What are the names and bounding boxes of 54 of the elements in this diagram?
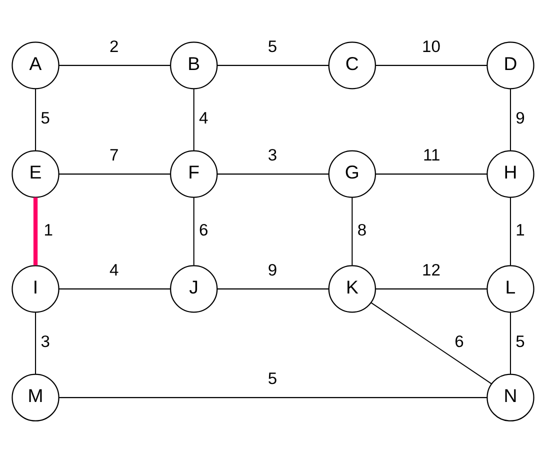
node-circle: L — [486, 264, 534, 312]
node-circle: G — [328, 150, 376, 198]
connector — [376, 173, 488, 174]
node-circle: E — [12, 150, 60, 198]
edge-label: 7 — [110, 144, 119, 164]
connector — [58, 64, 170, 66]
node-circle: N — [486, 373, 534, 421]
connector — [217, 288, 329, 289]
edge-label: 3 — [40, 332, 50, 351]
edge-label: 11 — [423, 144, 440, 164]
connector — [510, 196, 511, 265]
node-circle: M — [12, 373, 60, 421]
node-circle: F — [170, 150, 218, 198]
connector — [58, 173, 170, 174]
connector — [217, 64, 329, 66]
node-circle: B — [170, 41, 218, 89]
edge-label: 1 — [516, 220, 525, 239]
edge-label: 6 — [454, 332, 464, 351]
connector — [352, 196, 353, 265]
edge-label: 9 — [268, 260, 278, 279]
edge-label: 2 — [110, 36, 119, 56]
connector — [193, 88, 194, 150]
connector — [59, 396, 488, 398]
node-circle: H — [486, 150, 534, 198]
node-circle: C — [328, 41, 376, 89]
edge-label: 9 — [516, 108, 525, 128]
node-circle: I — [12, 264, 60, 312]
connector — [217, 173, 329, 174]
connector — [35, 88, 36, 150]
edge-label: 5 — [516, 332, 525, 351]
edge-label: 5 — [268, 36, 278, 56]
edge-label: 8 — [357, 220, 367, 239]
edge-label: 1 — [44, 220, 54, 239]
connector — [510, 88, 511, 150]
node-circle: D — [486, 41, 534, 89]
edge-label: 12 — [422, 260, 440, 279]
edge-label: 4 — [199, 108, 208, 128]
connector — [510, 312, 511, 374]
connector — [58, 288, 170, 289]
connector — [193, 196, 194, 265]
edge-label: 4 — [110, 260, 119, 279]
edge-label: 3 — [268, 144, 278, 164]
connector — [376, 64, 488, 66]
edge-label: 10 — [422, 36, 440, 56]
connector — [376, 288, 488, 289]
node-circle: J — [170, 264, 218, 312]
connector — [33, 196, 38, 265]
edge-label: 6 — [199, 220, 208, 239]
connector — [370, 302, 492, 384]
connector — [35, 312, 36, 374]
node-circle: A — [12, 41, 60, 89]
edge-label: 5 — [268, 368, 278, 388]
node-circle: K — [328, 264, 376, 312]
edge-label: 5 — [40, 108, 50, 128]
